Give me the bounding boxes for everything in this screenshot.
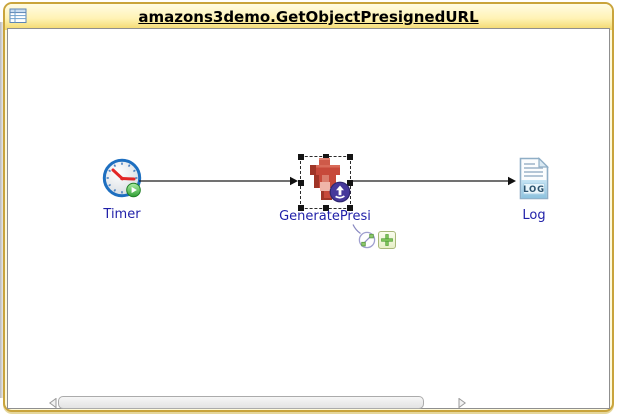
generatepresi-label: GeneratePresi bbox=[279, 209, 371, 224]
timer-node[interactable]: Timer bbox=[78, 157, 166, 222]
transition-tail-line bbox=[352, 224, 361, 234]
h-scrollbar-thumb[interactable] bbox=[58, 396, 424, 409]
log-label: Log bbox=[522, 208, 546, 223]
process-title: amazons3demo.GetObjectPresignedURL bbox=[138, 8, 479, 26]
transition-arrow-1[interactable] bbox=[139, 174, 299, 188]
transition-link-icon bbox=[358, 231, 376, 249]
adjacent-panel-edge bbox=[0, 22, 3, 398]
add-activity-button[interactable] bbox=[378, 231, 396, 249]
create-transition-button[interactable] bbox=[351, 224, 377, 250]
selection-handle[interactable] bbox=[347, 179, 353, 186]
process-titlebar: amazons3demo.GetObjectPresignedURL bbox=[5, 4, 612, 30]
selection-handle[interactable] bbox=[322, 205, 329, 211]
selection-handle[interactable] bbox=[298, 179, 304, 186]
h-scrollbar-left-arrow[interactable] bbox=[49, 398, 57, 408]
log-icon-text: LOG bbox=[523, 185, 545, 195]
timer-label: Timer bbox=[103, 207, 141, 222]
selection-handle[interactable] bbox=[347, 205, 353, 211]
plus-icon bbox=[381, 234, 393, 246]
table-grid-icon bbox=[9, 7, 27, 25]
selection-handle[interactable] bbox=[322, 154, 329, 160]
clock-icon bbox=[102, 158, 142, 198]
generatepresi-node[interactable]: GeneratePresi bbox=[275, 158, 375, 224]
selection-handle[interactable] bbox=[298, 205, 304, 211]
log-node[interactable]: LOG Log bbox=[494, 157, 574, 223]
log-document-icon: LOG bbox=[519, 157, 549, 200]
selection-handle[interactable] bbox=[298, 154, 304, 160]
activity-selection-box bbox=[298, 154, 353, 211]
transition-arrow-2[interactable] bbox=[353, 174, 517, 188]
h-scrollbar-right-arrow[interactable] bbox=[458, 398, 466, 408]
green-play-badge-icon bbox=[126, 182, 141, 198]
upload-arrow-badge-icon bbox=[329, 181, 351, 203]
selection-handle[interactable] bbox=[347, 154, 353, 160]
s3-bucket-icon bbox=[310, 158, 340, 200]
process-panel: amazons3demo.GetObjectPresignedURL bbox=[3, 2, 614, 412]
process-canvas[interactable]: Timer bbox=[7, 28, 610, 409]
